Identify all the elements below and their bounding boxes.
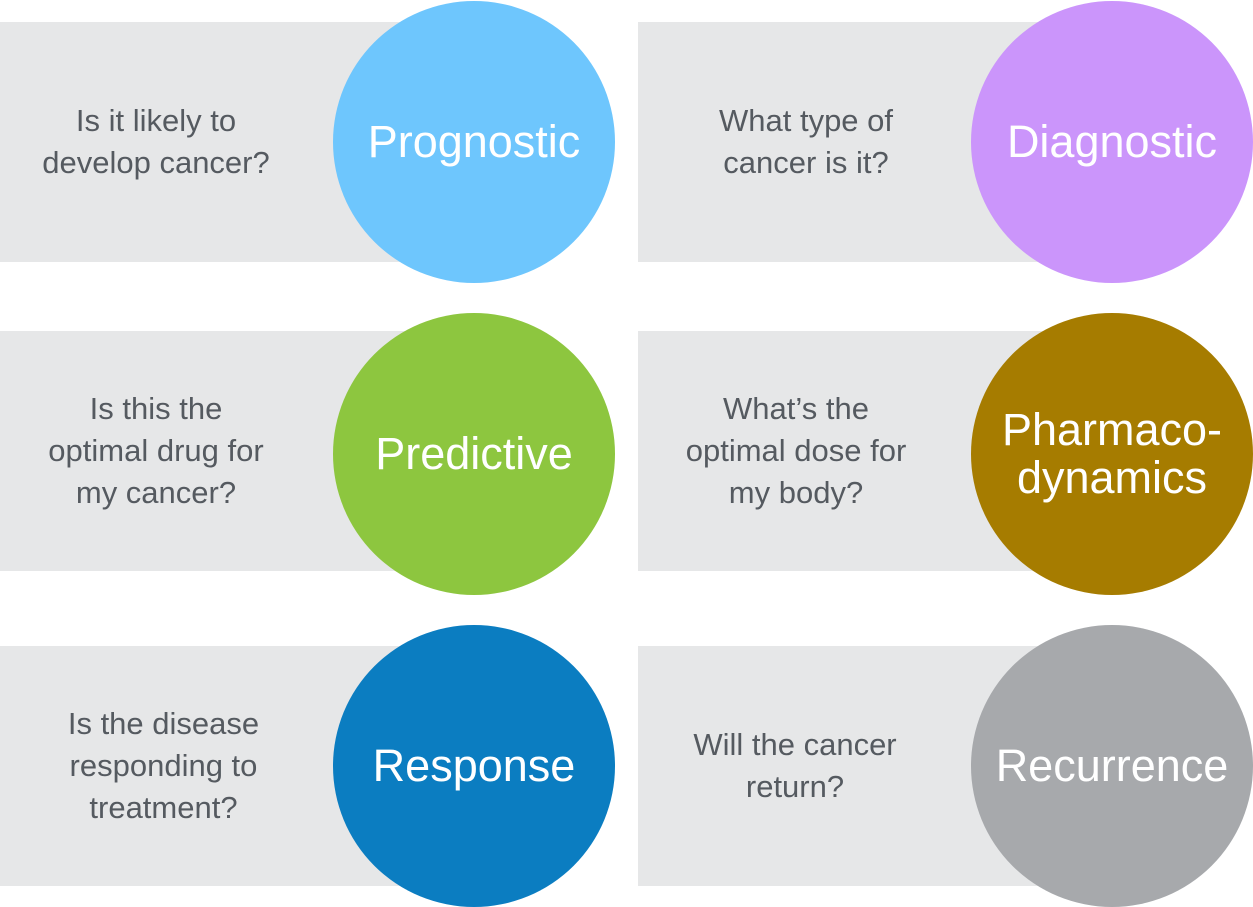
question-text: Is this the optimal drug for my cancer? <box>48 391 264 510</box>
circle-diagnostic: Diagnostic <box>971 1 1253 283</box>
circle-response: Response <box>333 625 615 907</box>
card-recurrence: Will the cancer return? <box>638 646 1058 886</box>
circle-pharmacodynamics: Pharmaco- dynamics <box>971 313 1253 595</box>
circle-recurrence: Recurrence <box>971 625 1253 907</box>
question-text: Is it likely to develop cancer? <box>42 103 270 180</box>
circle-prognostic: Prognostic <box>333 1 615 283</box>
question-text: Is the disease responding to treatment? <box>67 706 260 825</box>
question-text: What type of cancer is it? <box>718 103 894 180</box>
question-text: Will the cancer return? <box>693 727 897 804</box>
card-diagnostic: What type of cancer is it? <box>638 22 1058 262</box>
question-text: What’s the optimal dose for my body? <box>685 391 907 510</box>
circle-predictive: Predictive <box>333 313 615 595</box>
